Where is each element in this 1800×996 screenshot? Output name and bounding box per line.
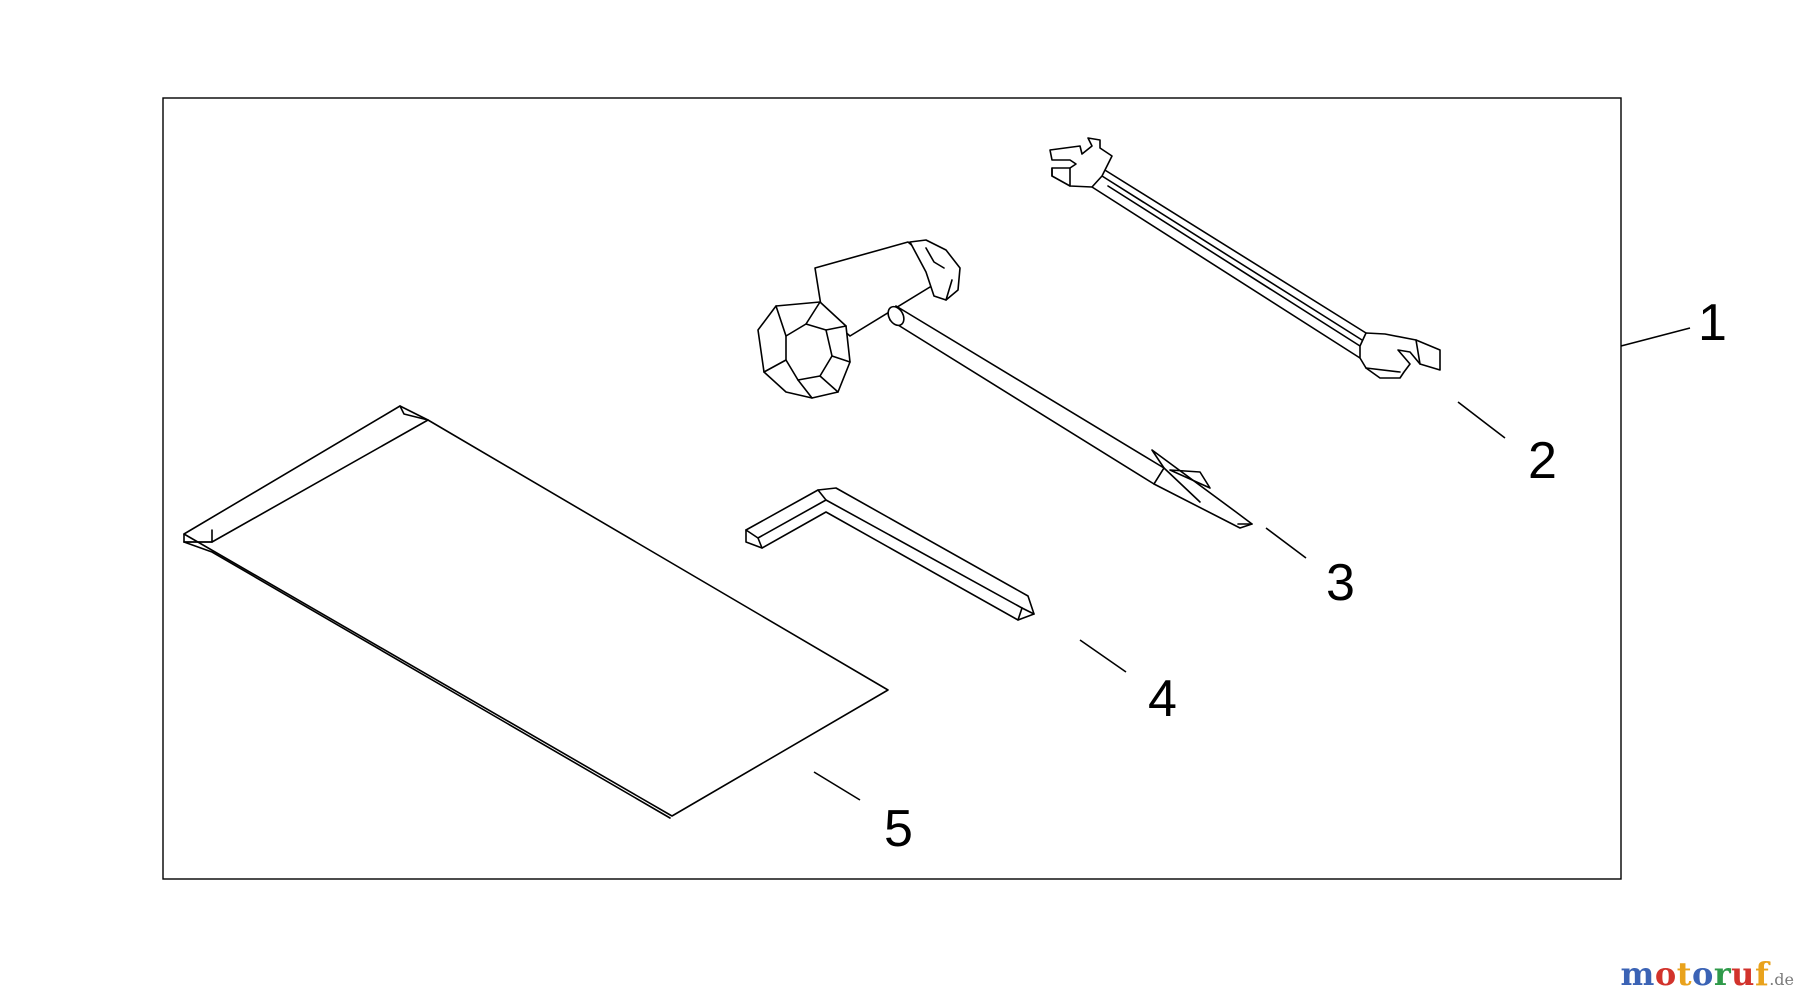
hex-key: [745, 487, 1035, 621]
kit-frame: [162, 97, 1622, 880]
leader-5: [813, 771, 861, 801]
callout-3: 3: [1326, 554, 1355, 612]
watermark-letter: r: [1713, 955, 1732, 993]
watermark-letter: t: [1676, 955, 1692, 993]
open-end-wrench: [1049, 137, 1441, 379]
leader-2: [1457, 401, 1506, 439]
leader-4: [1079, 639, 1127, 673]
callout-2: 2: [1528, 432, 1557, 490]
callout-1: 1: [1698, 294, 1727, 352]
watermark-letter: o: [1691, 955, 1714, 993]
manual: [183, 405, 889, 819]
watermark-letter: o: [1654, 955, 1677, 993]
watermark-letter: u: [1731, 955, 1755, 993]
callout-4: 4: [1148, 670, 1177, 728]
leader-1: [1620, 327, 1691, 347]
watermark-letter: m: [1620, 955, 1655, 993]
callout-5: 5: [884, 800, 913, 858]
leader-3: [1265, 527, 1307, 559]
watermark-letter: f: [1754, 955, 1770, 993]
spark-plug-wrench: [757, 239, 1253, 529]
watermark-text: motoruf: [1620, 955, 1769, 993]
watermark-logo: motoruf.de: [1620, 958, 1794, 990]
watermark-tld: .de: [1769, 970, 1794, 989]
